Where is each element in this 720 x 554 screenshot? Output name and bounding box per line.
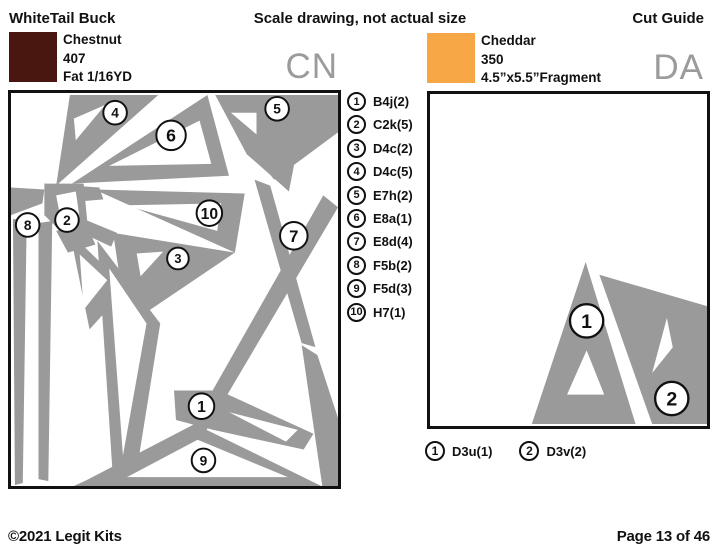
piece-number-badge: 5 bbox=[347, 185, 366, 205]
piece-number-badge: 4 bbox=[347, 162, 366, 182]
cut-guide-label: Cut Guide bbox=[632, 10, 704, 27]
piece-marker-number: 2 bbox=[666, 389, 677, 411]
page-number: Page 13 of 46 bbox=[616, 528, 710, 545]
piece-number-badge: 1 bbox=[425, 441, 445, 461]
piece-label: E8a(1) bbox=[373, 210, 413, 226]
piece-number-badge: 2 bbox=[347, 115, 366, 135]
piece-label: D3v(2) bbox=[546, 443, 587, 459]
scale-note: Scale drawing, not actual size bbox=[253, 10, 467, 27]
piece-marker-number: 1 bbox=[197, 399, 206, 416]
piece-label: B4j(2) bbox=[373, 94, 410, 109]
piece-marker-circle bbox=[195, 199, 224, 227]
copyright: ©2021 Legit Kits bbox=[8, 528, 122, 545]
piece-marker-number: 4 bbox=[111, 106, 119, 121]
piece-label: D3u(1) bbox=[452, 443, 493, 459]
legend-item: 8 F5b(2) bbox=[347, 255, 413, 275]
piece-number-badge: 10 bbox=[347, 302, 366, 322]
piece-marker-number: 5 bbox=[273, 102, 281, 117]
piece-marker-circle bbox=[568, 303, 605, 339]
piece-marker-circle bbox=[264, 95, 290, 122]
piece-markers: 12 bbox=[568, 303, 690, 417]
piece-label: H7(1) bbox=[373, 304, 406, 320]
legend-item: 1 D3u(1) bbox=[425, 441, 492, 461]
cheddar-swatch bbox=[427, 33, 475, 83]
legend-item: 1 B4j(2) bbox=[347, 92, 413, 111]
piece-label: E8d(4) bbox=[373, 234, 413, 250]
da-cut-shapes: 12 bbox=[531, 261, 707, 425]
piece-marker-number: 6 bbox=[166, 126, 176, 146]
cn-piece-legend: 1 B4j(2) 2 C2k(5) 3 D4c(2) 4 D4c(5) 5 E7h(2) 6 E8a(… bbox=[347, 92, 413, 326]
piece-label: D4c(2) bbox=[373, 140, 413, 156]
fabric-cut-size: 4.5”x5.5”Fragment bbox=[481, 70, 602, 85]
legend-item: 10 H7(1) bbox=[347, 302, 413, 322]
piece-label: C2k(5) bbox=[373, 117, 413, 133]
piece-marker-number: 8 bbox=[24, 218, 32, 233]
piece-marker-circle bbox=[54, 207, 80, 233]
da-piece-legend: 1 D3u(1) 2 D3v(2) bbox=[425, 441, 586, 461]
piece-number-badge: 2 bbox=[519, 441, 540, 461]
legend-item: 3 D4c(2) bbox=[347, 138, 413, 158]
piece-marker-number: 2 bbox=[63, 213, 71, 228]
da-panel-code: DA bbox=[653, 48, 704, 87]
fabric-number: 407 bbox=[63, 50, 86, 66]
cn-cut-panel: 4 6 5 8 2 10 3 7 1 9 bbox=[8, 90, 341, 489]
piece-marker-number: 1 bbox=[581, 311, 592, 333]
piece-marker-number: 10 bbox=[201, 206, 219, 223]
legend-item: 6 E8a(1) bbox=[347, 208, 413, 228]
fabric-cut-size: Fat 1/16YD bbox=[63, 69, 133, 84]
cn-panel-code: CN bbox=[285, 47, 338, 86]
piece-number-badge: 8 bbox=[347, 255, 366, 275]
piece-number-badge: 6 bbox=[347, 208, 366, 228]
piece-marker-circle bbox=[187, 392, 216, 421]
piece-label: F5b(2) bbox=[373, 257, 412, 273]
piece-label: F5d(3) bbox=[373, 281, 412, 297]
page-title: WhiteTail Buck bbox=[9, 10, 116, 27]
piece-marker-circle bbox=[14, 212, 41, 238]
legend-item: 4 D4c(5) bbox=[347, 162, 413, 182]
legend-item: 9 F5d(3) bbox=[347, 279, 413, 299]
fabric-number: 350 bbox=[481, 51, 504, 67]
piece-marker-number: 7 bbox=[289, 227, 298, 246]
legend-item: 7 E8d(4) bbox=[347, 232, 413, 252]
chestnut-info: Chestnut 407 Fat 1/16YD bbox=[63, 31, 132, 87]
cheddar-info: Cheddar 350 4.5”x5.5”Fragment bbox=[481, 32, 601, 88]
piece-marker-number: 3 bbox=[174, 251, 181, 266]
chestnut-swatch bbox=[9, 32, 57, 82]
legend-item: 5 E7h(2) bbox=[347, 185, 413, 205]
piece-number-badge: 3 bbox=[347, 138, 366, 158]
legend-item: 2 C2k(5) bbox=[347, 115, 413, 135]
piece-marker-circle bbox=[653, 380, 690, 417]
piece-number-badge: 9 bbox=[347, 279, 366, 299]
piece-marker-circle bbox=[279, 221, 309, 251]
piece-number-badge: 7 bbox=[347, 232, 366, 252]
piece-label: D4c(5) bbox=[373, 164, 413, 180]
piece-number-badge: 1 bbox=[347, 92, 366, 111]
piece-marker-circle bbox=[155, 119, 187, 152]
piece-marker-circle bbox=[166, 246, 190, 271]
piece-label: E7h(2) bbox=[373, 187, 413, 203]
da-white-holes bbox=[567, 317, 673, 395]
piece-marker-circle bbox=[190, 447, 217, 474]
fabric-name: Cheddar bbox=[481, 33, 536, 48]
legend-item: 2 D3v(2) bbox=[519, 441, 586, 461]
piece-marker-number: 9 bbox=[200, 453, 208, 468]
piece-marker-circle bbox=[102, 99, 128, 126]
fabric-name: Chestnut bbox=[63, 32, 122, 47]
cn-cut-shapes: 4 6 5 8 2 10 3 7 1 9 bbox=[11, 94, 338, 486]
piece-markers: 4 6 5 8 2 10 3 7 1 9 bbox=[14, 95, 309, 474]
